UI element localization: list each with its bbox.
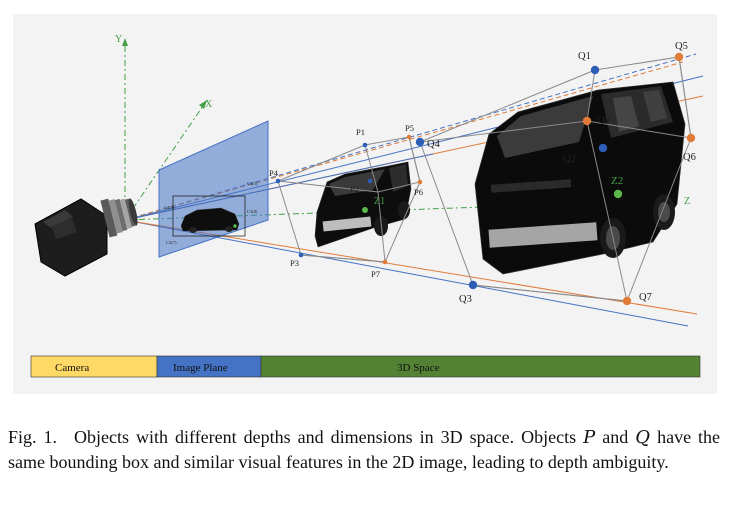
- point-p6: [417, 179, 423, 185]
- caption-p: P: [583, 427, 596, 448]
- point-q6: [686, 133, 696, 143]
- label-q8: Q8: [597, 115, 610, 126]
- label-p2: P2: [350, 184, 359, 194]
- ray-q3: [124, 219, 689, 327]
- point-q2: [598, 143, 608, 153]
- caption-q: Q: [635, 427, 651, 448]
- label-p3: P3: [290, 258, 299, 268]
- diagram-svg: Y X Z C1(5) C3(8) C2(7) C4(8): [30, 34, 704, 378]
- point-p7: [382, 259, 388, 265]
- car-q: [474, 81, 686, 275]
- image-plane-car: [180, 207, 240, 233]
- point-z1: [362, 207, 368, 213]
- point-p3: [298, 252, 304, 258]
- label-z1: Z1: [374, 196, 385, 207]
- label-q7: Q7: [639, 292, 652, 303]
- band-camera-label: Camera: [55, 362, 89, 374]
- label-q1: Q1: [578, 51, 591, 62]
- figure-caption: Fig. 1. Objects with different depths an…: [8, 425, 720, 474]
- point-p4: [275, 178, 281, 184]
- label-z2: Z2: [611, 175, 623, 187]
- label-p5: P5: [405, 123, 414, 133]
- label-p7: P7: [371, 269, 380, 279]
- band-camera: [30, 355, 158, 378]
- label-c1: C1(5): [247, 181, 258, 186]
- label-q6: Q6: [683, 152, 696, 163]
- object-q: Q1 Q2 Q3 Q4 Q5 Q6 Q7 Q8 Z2: [415, 41, 696, 306]
- band-3d-space: [260, 355, 701, 378]
- point-q5: [674, 52, 684, 62]
- camera-icon: [34, 198, 138, 277]
- image-plane-panel: [158, 120, 269, 258]
- x-axis-arrow: [199, 100, 207, 109]
- image-plane-bbox: [172, 195, 246, 237]
- caption-and: and: [602, 427, 629, 447]
- caption-rest: have the same bounding box and similar v…: [8, 427, 721, 472]
- x-axis-label: X: [205, 99, 213, 110]
- car-p: [314, 161, 412, 248]
- y-axis-label: Y: [115, 34, 122, 45]
- point-q1: [590, 65, 600, 75]
- point-q7: [622, 296, 632, 306]
- label-q4: Q4: [427, 139, 441, 150]
- label-c2: C2(7): [166, 240, 177, 245]
- band-image-plane-label: Image Plane: [173, 362, 228, 374]
- label-p6: P6: [414, 187, 423, 197]
- band-3d-space-label: 3D Space: [397, 362, 440, 374]
- legend-band: Camera Image Plane 3D Space: [30, 355, 701, 378]
- label-p1: P1: [356, 127, 365, 137]
- point-p2: [367, 178, 373, 184]
- caption-prefix: Fig. 1.: [8, 427, 58, 447]
- label-c3: C3(8): [247, 209, 258, 214]
- object-p: P1 P2 P3 P4 P5 P6 P7 Z1: [269, 123, 423, 279]
- image-plane-center: [233, 224, 237, 228]
- y-axis-arrow: [122, 38, 128, 46]
- label-c4: C4(8): [164, 205, 175, 210]
- point-q4: [415, 137, 425, 147]
- label-p4: P4: [269, 168, 279, 178]
- figure-canvas: Y X Z C1(5) C3(8) C2(7) C4(8): [13, 14, 717, 394]
- point-p1: [362, 142, 368, 148]
- x-axis: [124, 105, 204, 221]
- z-axis-label: Z: [684, 196, 690, 207]
- label-q3: Q3: [459, 294, 472, 305]
- label-q2: Q2: [563, 154, 576, 165]
- point-p5: [406, 134, 412, 140]
- point-q3: [468, 280, 478, 290]
- point-z2: [613, 189, 623, 199]
- image-plane: C1(5) C3(8) C2(7) C4(8): [158, 120, 269, 258]
- label-q5: Q5: [675, 41, 688, 52]
- caption-line1: Objects with different depths and dimens…: [74, 427, 577, 447]
- point-q8: [582, 116, 592, 126]
